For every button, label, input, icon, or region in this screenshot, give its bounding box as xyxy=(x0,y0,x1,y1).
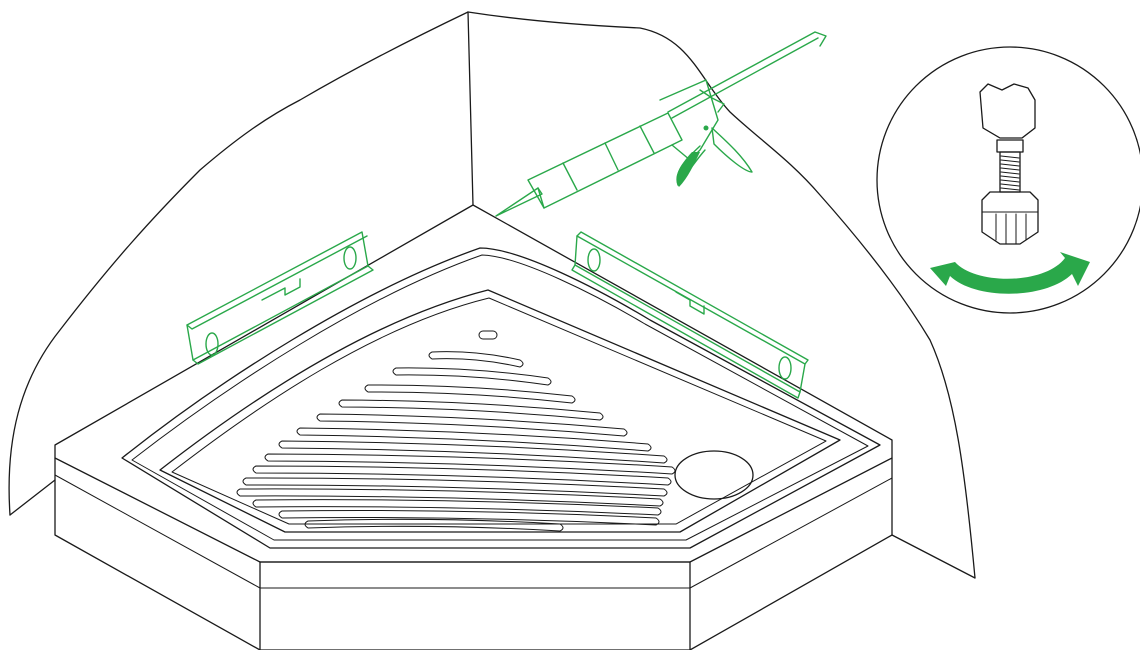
corner-walls xyxy=(8,11,976,579)
left-wall xyxy=(8,11,469,516)
rod-thread xyxy=(1000,163,1020,167)
tray-basin xyxy=(159,289,841,533)
foot-adjust-wheel xyxy=(981,191,1039,245)
tray-apron-left xyxy=(54,457,261,650)
tray-top-outer xyxy=(54,204,893,563)
wall-corner-edge xyxy=(467,11,474,206)
tray-apron-right xyxy=(689,457,893,650)
tray-groove xyxy=(252,499,662,516)
tray-groove xyxy=(316,413,628,437)
rod-thread xyxy=(1000,159,1020,163)
rod-thread xyxy=(1000,167,1020,171)
tray-groove xyxy=(364,384,576,404)
tray-groove xyxy=(252,465,672,486)
tray-top-slot xyxy=(478,330,498,340)
tray-groove xyxy=(242,477,668,497)
tray-rim-inner-2 xyxy=(131,254,869,541)
tray-groove xyxy=(278,440,668,464)
tray-groove xyxy=(338,399,604,421)
tray-groove xyxy=(304,518,564,532)
rod-thread xyxy=(1000,183,1020,187)
rod-thread xyxy=(1000,171,1020,175)
rod-thread xyxy=(1000,179,1020,183)
tray-groove xyxy=(278,509,660,526)
rod-thread xyxy=(1000,175,1020,179)
tray-groove xyxy=(264,453,676,475)
tray-basin-inner xyxy=(171,297,827,525)
tray-groove xyxy=(236,488,664,507)
tray-groove xyxy=(296,427,652,452)
detail-circle xyxy=(876,46,1140,314)
rod-thread xyxy=(1000,187,1020,191)
rotation-arrow-icon xyxy=(930,252,1090,294)
drain-outlet xyxy=(674,450,754,500)
tray-apron-band xyxy=(54,474,893,589)
shower-tray xyxy=(54,204,893,650)
silicone-caulking-gun xyxy=(495,31,827,217)
right-wall xyxy=(467,11,976,579)
foot-pad-base xyxy=(982,127,1036,139)
tray-groove xyxy=(428,351,524,368)
foot-nut-top xyxy=(996,139,1024,153)
spirit-level-right xyxy=(571,231,809,399)
tray-grooves xyxy=(236,351,676,532)
rod-threads xyxy=(1000,155,1020,191)
adjustable-foot-detail xyxy=(876,46,1140,314)
tray-rim-inner xyxy=(121,247,881,549)
left-floor-line xyxy=(9,479,56,516)
spirit-level-left xyxy=(186,231,374,365)
foot-pad xyxy=(979,83,1036,139)
rod-thread xyxy=(1000,155,1020,159)
tray-groove xyxy=(392,367,552,386)
right-floor-line xyxy=(891,534,976,579)
